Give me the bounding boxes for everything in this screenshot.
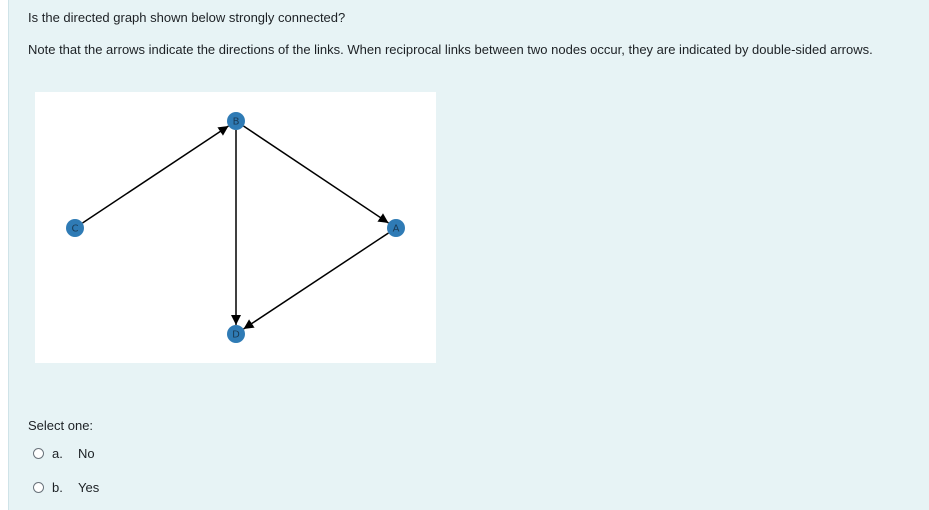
node-D-label: D: [232, 330, 240, 341]
select-one-label: Select one:: [28, 418, 94, 433]
option-a[interactable]: a. No: [33, 444, 95, 462]
graph-image: B C A D: [35, 92, 436, 363]
question-panel: Is the directed graph shown below strong…: [8, 0, 929, 510]
node-B: B: [227, 112, 245, 130]
node-C: C: [66, 219, 84, 237]
option-b[interactable]: b. Yes: [33, 478, 99, 496]
question-prompt: Is the directed graph shown below strong…: [28, 10, 346, 25]
question-note: Note that the arrows indicate the direct…: [28, 42, 873, 57]
node-D-circle: [227, 325, 245, 343]
node-B-label: B: [233, 117, 240, 128]
radio-option-a[interactable]: [33, 447, 44, 459]
radio-option-b[interactable]: [33, 481, 44, 493]
edge-C-to-B: [82, 125, 229, 224]
node-A: A: [387, 219, 405, 237]
option-a-letter: a.: [52, 445, 63, 461]
node-D: D: [227, 325, 245, 343]
directed-graph: B C A D: [66, 112, 405, 343]
node-B-circle: [227, 112, 245, 130]
option-b-letter: b.: [52, 479, 63, 495]
option-b-text: Yes: [78, 479, 100, 495]
edge-B-to-A: [243, 125, 389, 224]
node-A-circle: [387, 219, 405, 237]
option-a-text: No: [78, 445, 95, 461]
node-A-label: A: [393, 224, 400, 235]
edge-A-to-D: [243, 232, 389, 330]
node-C-circle: [66, 219, 84, 237]
node-C-label: C: [72, 224, 79, 235]
